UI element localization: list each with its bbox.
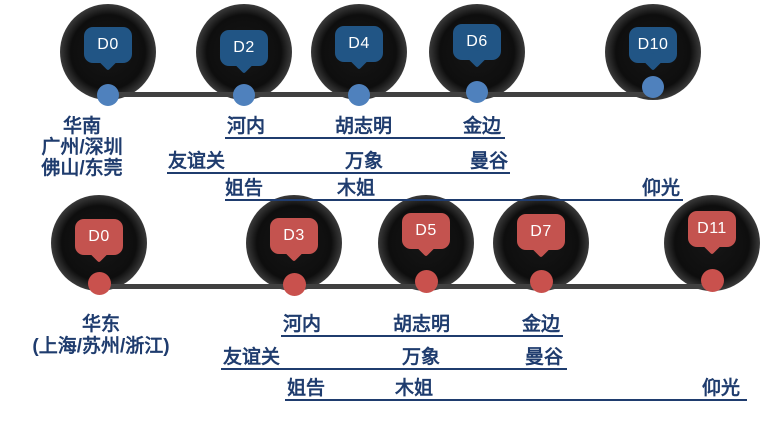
origin-region: 华东 [81,314,120,335]
day-pin-icon: D3 [270,218,318,254]
day-pin-icon: D6 [453,24,501,60]
day-pin-icon: D7 [517,214,565,250]
day-pin-icon: D0 [84,27,132,63]
city-label: 曼谷 [525,347,564,368]
city-label: 仰光 [642,178,681,199]
day-label: D10 [637,36,669,53]
south-stops-row-1: 河内 胡志明 金边 [225,114,505,139]
city-label: 万象 [402,347,441,368]
south-stops-row-3: 姐告 木姐 仰光 [225,177,683,201]
day-label: D11 [697,220,727,237]
city-label: 胡志明 [335,116,393,137]
origin-cities: 广州/深圳 [41,137,123,158]
city-label: 金边 [522,314,561,335]
timeline-dot [88,272,111,295]
day-pin-icon: D0 [75,219,123,255]
day-label: D5 [415,222,437,239]
city-label: 胡志明 [393,314,451,335]
timeline-dot [701,269,724,292]
origin-region: 华南 [62,116,101,137]
city-label: 万象 [345,151,384,172]
city-label: 姐告 [225,178,264,199]
city-label: 仰光 [702,378,741,399]
city-label: 曼谷 [470,151,509,172]
timeline-dot [466,81,488,103]
day-pin-icon: D10 [629,27,677,63]
east-timeline-line [99,284,713,289]
day-pin-icon: D11 [688,211,736,247]
south-timeline-line [108,92,651,97]
city-label: 河内 [227,116,266,137]
city-label: 友谊关 [223,347,281,368]
city-label: 金边 [463,116,502,137]
south-stops-row-2: 友谊关 万象 曼谷 [167,150,510,174]
city-label: 友谊关 [168,151,226,172]
east-stops-row-1: 河内 胡志明 金边 [281,312,563,337]
east-origin-label: 华东 (上海/苏州/浙江) [21,314,181,358]
day-label: D0 [88,228,110,245]
day-label: D3 [283,227,305,244]
day-label: D2 [233,39,255,56]
south-origin-label: 华南 广州/深圳 佛山/东莞 [20,116,144,179]
city-label: 木姐 [337,178,376,199]
timeline-dot [97,84,119,106]
origin-cities: (上海/苏州/浙江) [32,336,170,357]
timeline-dot [348,84,370,106]
day-label: D4 [348,35,370,52]
day-pin-icon: D4 [335,26,383,62]
day-pin-icon: D5 [402,213,450,249]
day-label: D0 [97,36,119,53]
city-label: 姐告 [287,378,326,399]
timeline-dot [415,270,438,293]
timeline-dot [642,76,664,98]
origin-cities: 佛山/东莞 [41,158,123,179]
day-label: D6 [466,33,488,50]
timeline-dot [530,270,553,293]
day-label: D7 [530,223,552,240]
east-stops-row-3: 姐告 木姐 仰光 [285,377,747,401]
east-stops-row-2: 友谊关 万象 曼谷 [221,346,567,370]
day-pin-icon: D2 [220,30,268,66]
timeline-dot [283,273,306,296]
city-label: 河内 [283,314,322,335]
city-label: 木姐 [395,378,434,399]
timeline-dot [233,84,255,106]
